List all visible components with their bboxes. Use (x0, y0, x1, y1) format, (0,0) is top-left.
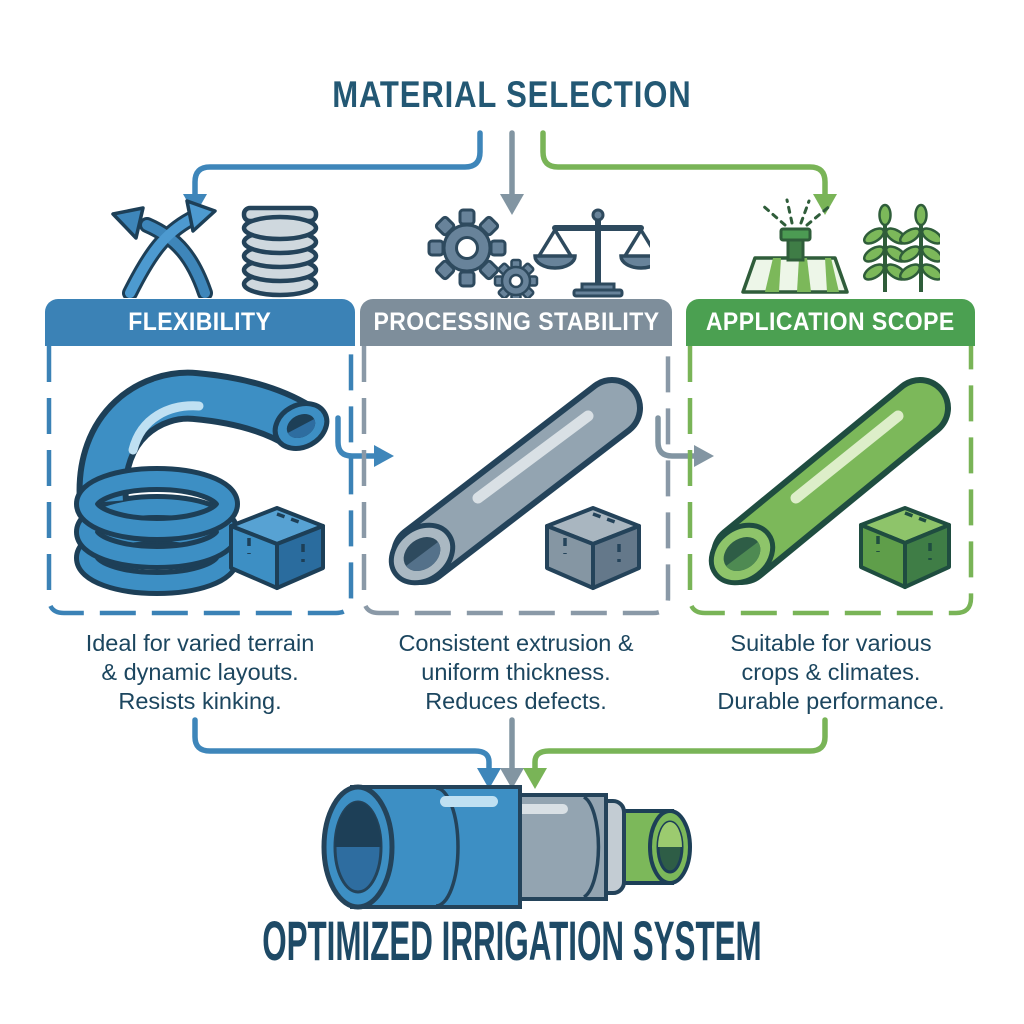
description-flexibility: Ideal for varied terrain & dynamic layou… (45, 629, 355, 716)
page-title: MATERIAL SELECTION (0, 74, 1024, 116)
arrowhead-right-blue (374, 445, 394, 467)
pipe-opening (272, 401, 330, 451)
branch-line-flexibility (192, 130, 483, 199)
description-line: Reduces defects. (425, 688, 607, 714)
card-flexibility: FLEXIBILITY (45, 299, 355, 617)
card-header-application-label: APPLICATION SCOPE (706, 308, 955, 336)
card-application-scope: APPLICATION SCOPE (686, 299, 975, 617)
processing-icons (427, 208, 650, 298)
arrow-proc-to-app (655, 415, 697, 459)
card-body-application (686, 346, 975, 617)
converge-arrowhead-gray (500, 768, 524, 789)
crossed-arrows-icon (111, 199, 217, 298)
pipe-opening (388, 522, 456, 586)
gray-pipe-illustration (361, 346, 671, 616)
composite-pipe-illustration (321, 784, 692, 910)
branch-line-application (540, 130, 828, 199)
crops-icon (862, 203, 940, 292)
converge-arrowhead-blue (477, 768, 501, 789)
description-application: Suitable for various crops & climates. D… (672, 629, 990, 716)
description-line: Ideal for varied terrain (85, 630, 315, 656)
description-line: uniform thickness. (421, 659, 611, 685)
card-processing-stability: PROCESSING STABILITY (360, 299, 672, 617)
card-body-processing (360, 346, 672, 617)
material-cube-blue (229, 506, 325, 590)
card-header-processing-label: PROCESSING STABILITY (372, 308, 660, 336)
balance-scale-icon (533, 208, 650, 298)
arrowhead-down-gray (500, 194, 524, 215)
gears-icon (427, 208, 539, 298)
card-body-flexibility (45, 346, 355, 617)
spring-icon (241, 205, 319, 298)
pipe-opening (708, 522, 776, 586)
card-header-flexibility-label: FLEXIBILITY (128, 308, 272, 336)
converge-line-blue (192, 717, 492, 773)
description-line: & dynamic layouts. (101, 659, 299, 685)
arrowhead-right-gray (694, 445, 714, 467)
description-line: Suitable for various (730, 630, 932, 656)
description-line: crops & climates. (741, 659, 921, 685)
result-caption: OPTIMIZED IRRIGATION SYSTEM (0, 908, 1024, 973)
application-icons (741, 198, 940, 294)
card-header-processing: PROCESSING STABILITY (360, 299, 672, 346)
coiled-pipe-illustration (46, 346, 354, 616)
dashed-border-green (687, 346, 974, 616)
page-title-text: MATERIAL SELECTION (332, 74, 692, 115)
result-caption-text: OPTIMIZED IRRIGATION SYSTEM (262, 909, 762, 972)
material-cube-green (859, 506, 951, 589)
arrowhead-down-green (813, 194, 837, 215)
composite-pipe-blue-section (321, 784, 522, 910)
green-pipe-illustration (687, 346, 974, 616)
card-header-flexibility: FLEXIBILITY (45, 299, 355, 346)
description-line: Consistent extrusion & (398, 630, 634, 656)
converge-arrowhead-green (523, 768, 547, 789)
description-line: Durable performance. (717, 688, 945, 714)
flexibility-icons (111, 199, 319, 298)
card-header-application: APPLICATION SCOPE (686, 299, 975, 346)
converge-line-green (532, 717, 828, 773)
sprinkler-field-icon (741, 198, 849, 294)
arrow-flex-to-proc (335, 415, 377, 459)
description-line: Resists kinking. (118, 688, 282, 714)
description-processing: Consistent extrusion & uniform thickness… (352, 629, 680, 716)
material-cube-gray (545, 506, 641, 590)
